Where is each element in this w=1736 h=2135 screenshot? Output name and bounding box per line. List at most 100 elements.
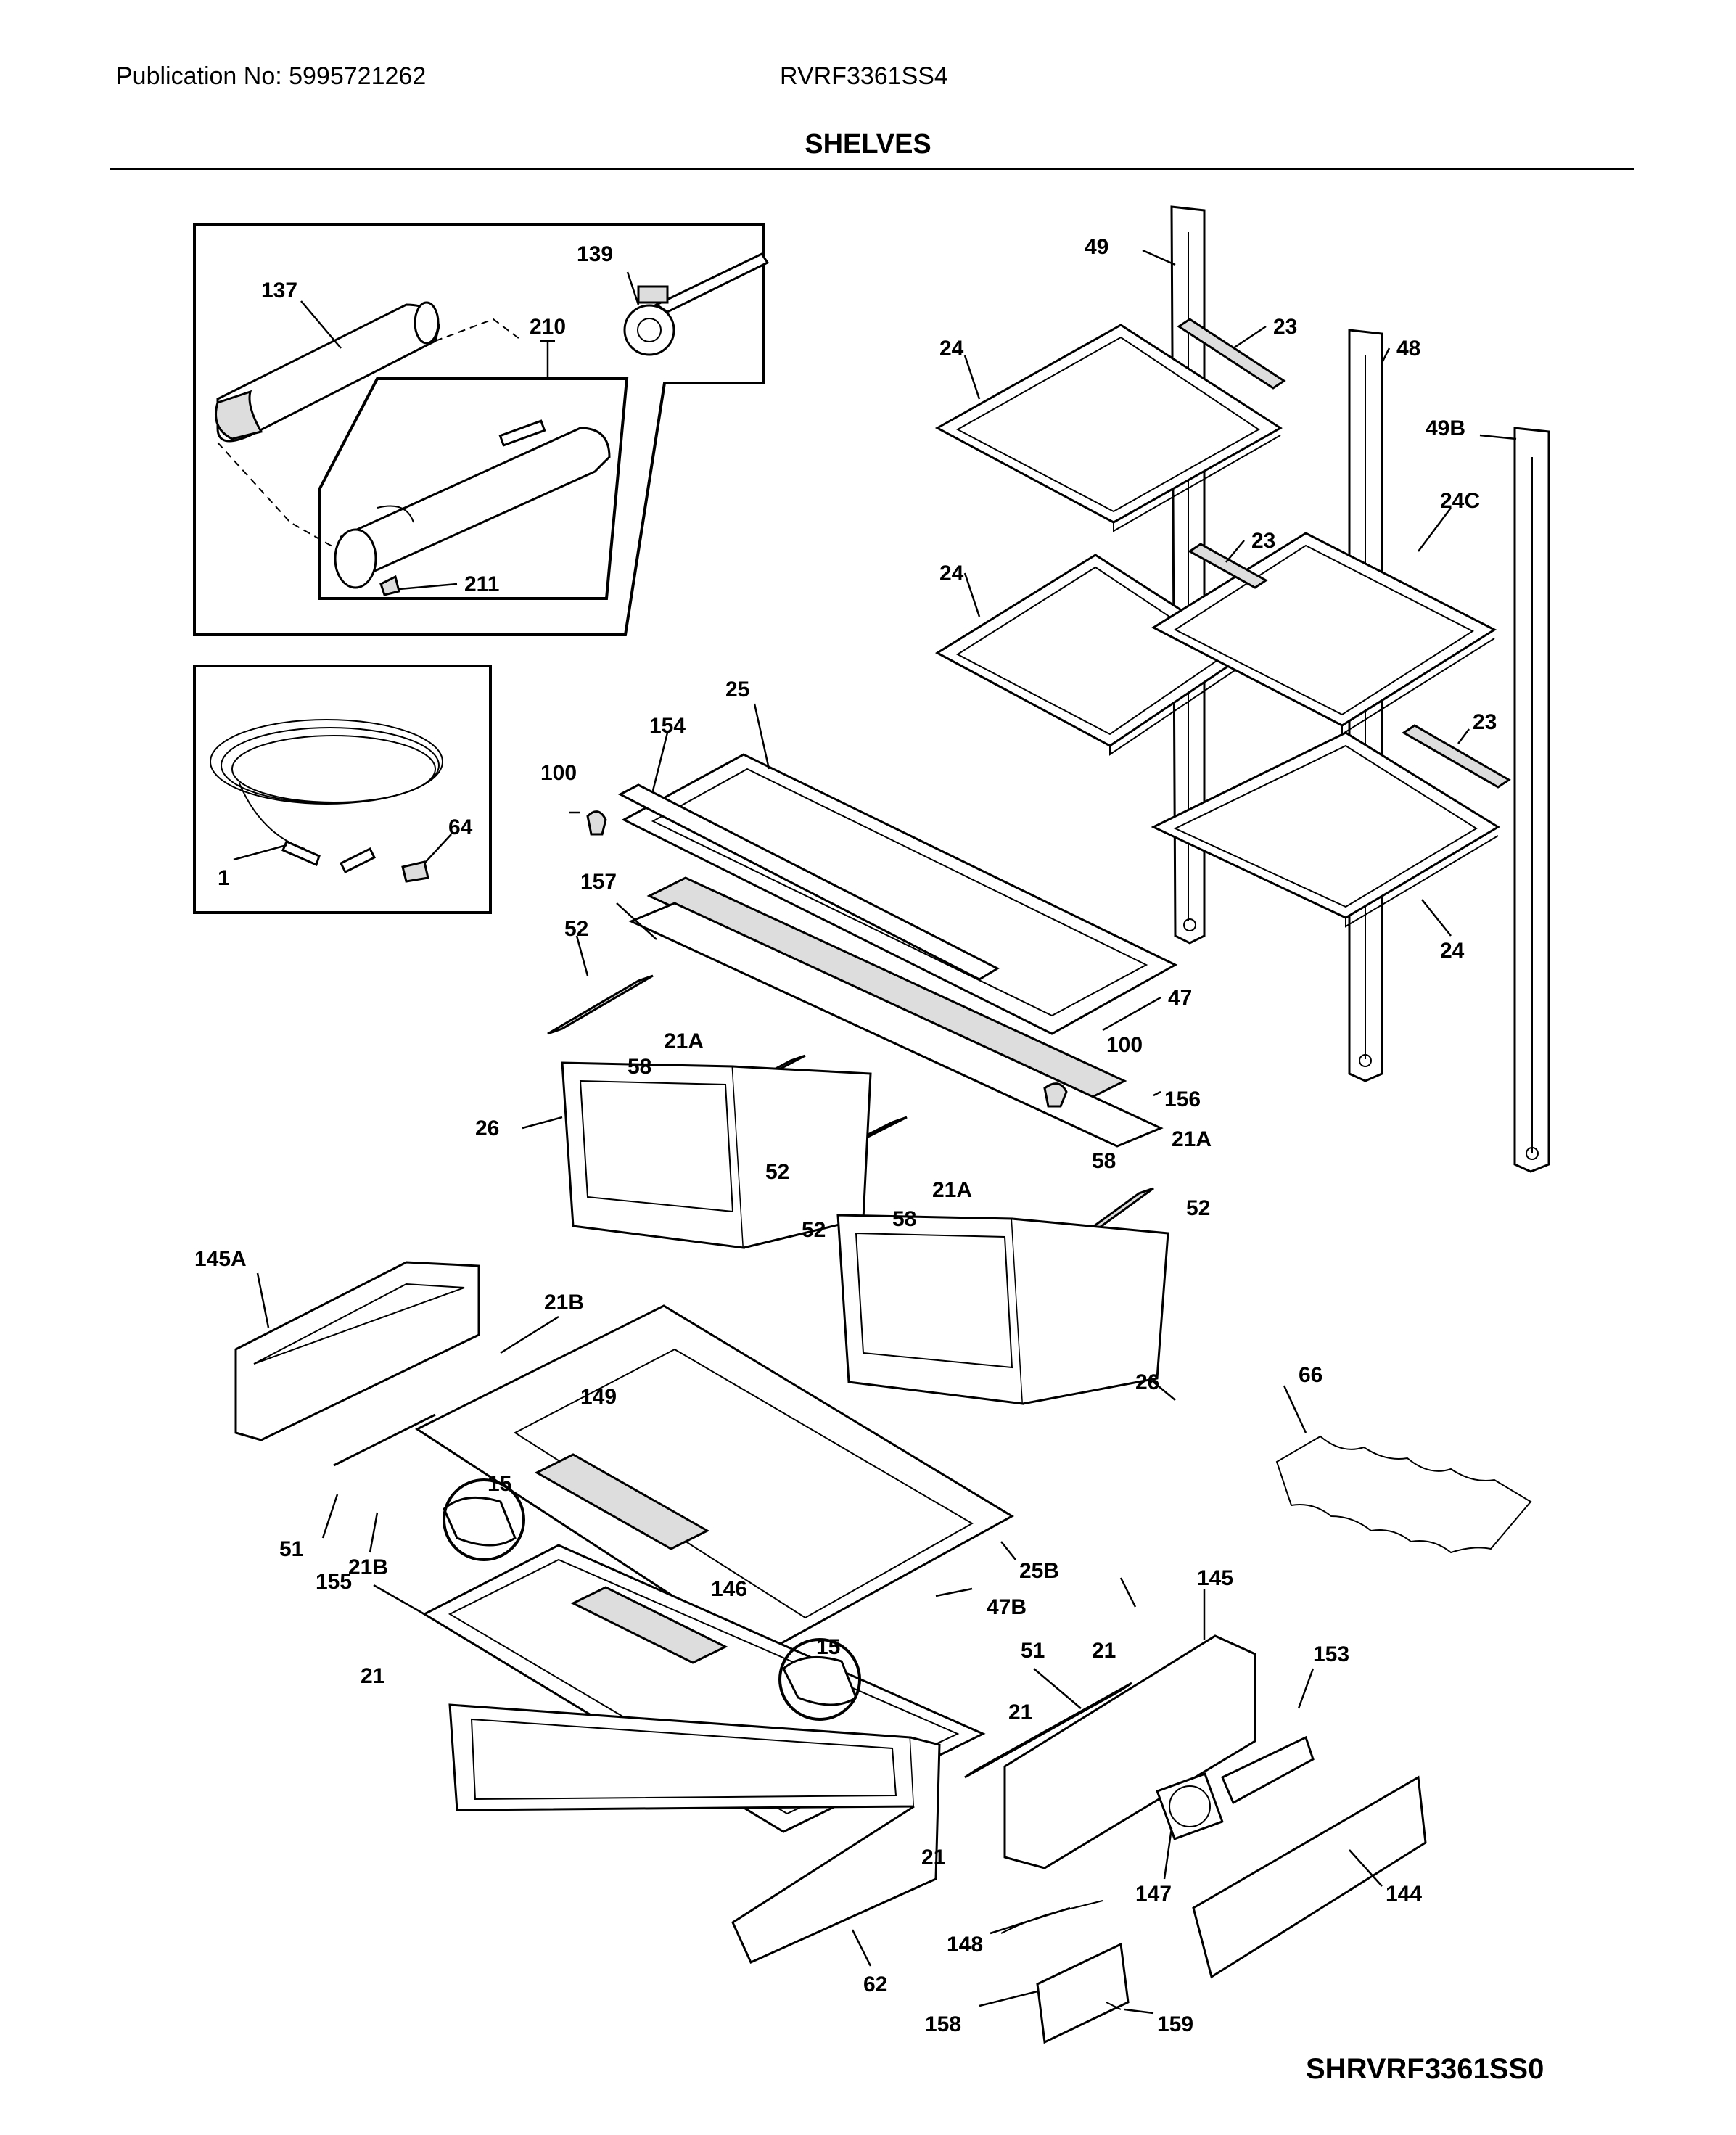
callout-21A-c: 21A [932,1178,972,1202]
callout-48: 48 [1396,337,1420,361]
callout-21A-a: 21A [664,1029,704,1053]
control-panel-146 [570,1586,728,1664]
callout-159: 159 [1157,2012,1193,2036]
water-line-inset-box [193,665,492,914]
detail-circle-15-left [443,1478,525,1561]
callout-137: 137 [261,279,297,303]
header-rule [110,168,1634,170]
callout-49B: 49B [1426,416,1465,440]
callout-26-left: 26 [475,1116,499,1140]
drawer-slide-51-right [964,1682,1132,1779]
cover-clip-100-left [586,810,607,836]
crisper-cover-frame [617,753,1178,1035]
housing-144 [1192,1775,1427,1979]
callout-58-a: 58 [628,1055,651,1079]
cover-clip-100-right [1043,1082,1068,1108]
callout-210: 210 [530,315,566,339]
callout-51-right: 51 [1021,1639,1045,1663]
callout-64: 64 [448,815,473,839]
callout-24-lower: 24 [1440,939,1465,963]
callout-21B-b: 21B [348,1555,388,1579]
callout-1: 1 [218,866,230,890]
callout-21A-b: 21A [1172,1127,1212,1151]
callout-21B-a: 21B [544,1291,584,1315]
callout-52-a: 52 [564,917,588,941]
model-number: RVRF3361SS4 [780,62,948,90]
callout-24C: 24C [1440,489,1480,513]
callout-58-b: 58 [1092,1149,1116,1173]
callout-149: 149 [580,1385,617,1409]
callout-21-c: 21 [1092,1639,1116,1663]
screw-159 [1106,2002,1122,2010]
glass-shelf-lower [1151,731,1500,928]
callout-154: 154 [649,714,686,738]
crisper-divider-156 [628,902,1164,1148]
fan-147 [1156,1772,1224,1840]
shelf-rail-49B [1513,427,1550,1173]
crisper-drawer-right [836,1214,1169,1405]
control-module-15-left [443,1496,517,1547]
callout-47B: 47B [987,1595,1027,1619]
pantry-cover-25B [414,1304,1015,1655]
callout-157: 157 [580,870,617,894]
callout-139: 139 [577,242,613,266]
callout-52-c: 52 [802,1218,826,1242]
callout-15-left: 15 [488,1472,511,1496]
wine-rack-66 [1275,1435,1532,1554]
callout-100-right: 100 [1106,1033,1143,1057]
cover-insert-149 [534,1453,710,1550]
filter-clip [379,575,400,596]
callout-21-d: 21 [921,1846,945,1869]
section-title: SHELVES [805,129,931,160]
callout-146: 146 [711,1577,747,1601]
shelf-bracket-lower [1402,724,1511,789]
callout-147: 147 [1135,1882,1172,1906]
callout-51-left: 51 [279,1537,303,1561]
drawer-housing-145 [1003,1634,1256,1869]
callout-62: 62 [863,1972,887,1996]
glass-shelf-upper [934,324,1283,532]
callout-153: 153 [1313,1642,1349,1666]
callout-24-upper: 24 [939,337,964,361]
callout-211: 211 [464,572,499,596]
callout-21-b: 21 [1008,1700,1032,1724]
bracket-145A [234,1261,480,1467]
callout-23-upper: 23 [1273,315,1297,339]
wire-harness-148 [1000,1900,1103,1934]
callout-21-a: 21 [361,1664,384,1688]
callout-158: 158 [925,2012,961,2036]
callout-144: 144 [1386,1882,1422,1906]
callout-100-left: 100 [540,761,577,785]
callout-25: 25 [725,678,749,702]
diagram-code: SHRVRF3361SS0 [1306,2053,1544,2085]
callout-155: 155 [316,1570,352,1594]
callout-66: 66 [1299,1363,1322,1387]
callout-49: 49 [1085,235,1108,259]
bracket-153 [1221,1735,1315,1805]
callout-15-right: 15 [816,1635,840,1659]
callout-23-lower: 23 [1473,710,1497,734]
publication-number: Publication No: 5995721262 [116,62,427,90]
front-trim-154 [617,783,1000,981]
filter-inset-box [193,223,770,636]
callout-23-middle: 23 [1251,529,1275,553]
callout-52-d: 52 [1186,1196,1210,1220]
water-filter-cartridge [215,301,523,552]
shelf-bracket-middle [1188,543,1268,589]
callout-156: 156 [1164,1087,1201,1111]
filter-head [623,252,770,356]
leader-lines [256,249,1517,2015]
callout-47: 47 [1168,986,1192,1010]
shelf-bracket-upper [1177,318,1286,390]
callout-58-c: 58 [892,1207,916,1231]
callout-145: 145 [1197,1566,1233,1590]
callout-148: 148 [947,1933,983,1957]
callout-145A: 145A [194,1247,247,1271]
callout-52-b: 52 [765,1160,789,1184]
filter-housing [334,419,611,589]
slide-52-a [547,974,654,1035]
slide-51-left [333,1413,436,1467]
control-board-158 [1036,1942,1130,2044]
crisper-drawer-left [561,1061,872,1249]
